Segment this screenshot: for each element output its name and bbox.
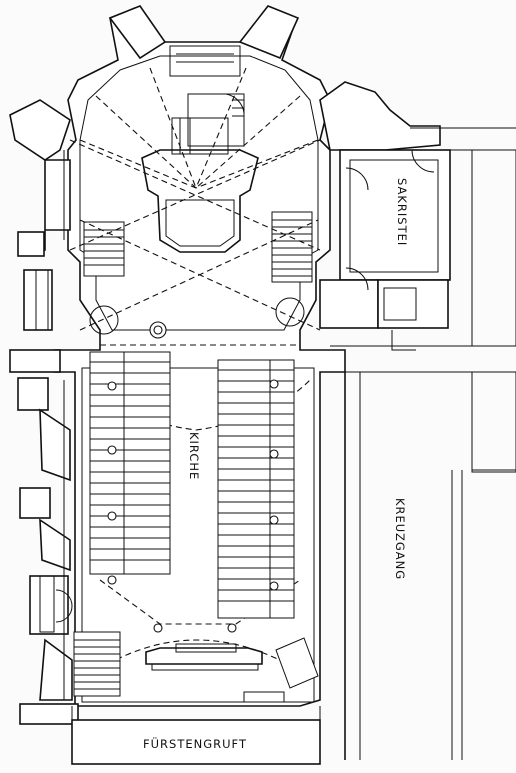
choir-inner-outline — [79, 55, 319, 331]
nave-pews-left — [89, 351, 171, 575]
label-kirche: KIRCHE — [187, 432, 201, 480]
spiral-stairs — [89, 297, 305, 339]
nave-pews-right — [217, 359, 295, 619]
organ-gallery — [73, 631, 319, 703]
nave-columns — [107, 379, 279, 633]
cloister-walls — [330, 127, 516, 760]
crypt-block — [71, 706, 321, 765]
sacristy-block — [319, 81, 451, 351]
side-entrances — [35, 150, 73, 700]
nave-inner-outline — [81, 367, 315, 703]
left-buttresses — [9, 99, 79, 725]
label-sakristei: SAKRISTEI — [395, 178, 409, 246]
tower-fragments — [108, 5, 300, 77]
choir-stalls — [83, 211, 313, 283]
label-fuerstengruft: FÜRSTENGRUFT — [143, 735, 247, 751]
vault-ribs — [69, 67, 321, 681]
label-kreuzgang: KREUZGANG — [393, 498, 407, 580]
choir-stair — [187, 93, 245, 147]
